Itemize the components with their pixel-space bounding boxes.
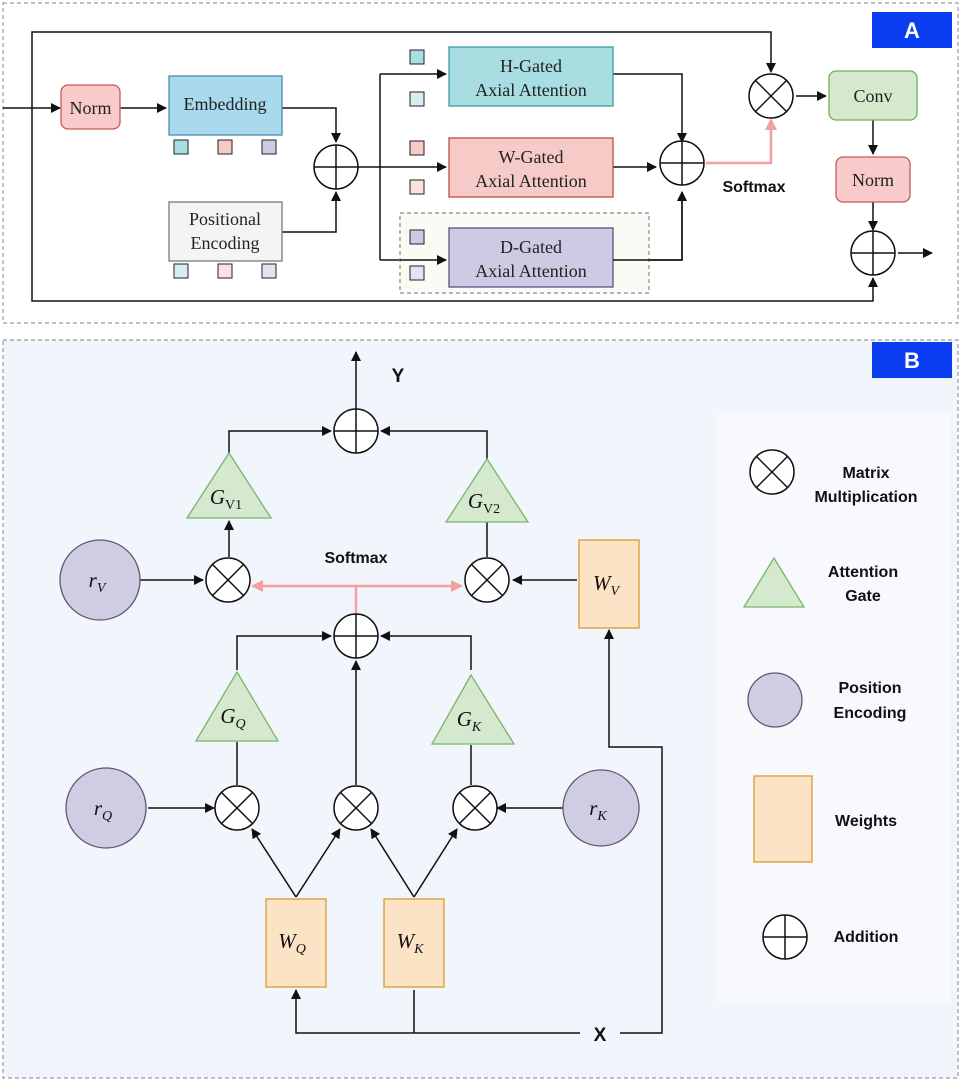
position-encoding-rk [562,769,640,847]
w-gated-label-1: W-Gated [499,147,564,167]
wv-label: WV [593,571,621,599]
h-gated-label-2: Axial Attention [475,80,587,100]
panel-b-badge [872,342,952,378]
legend-posenc-icon [747,672,803,728]
h-square-bottom [409,91,425,107]
panel-a: A Norm Embedding [2,2,959,324]
pos-square-purple [261,263,277,279]
panel-a-badge-label: A [904,18,920,43]
positional-encoding-block [168,201,283,262]
legend-gate-label-1: Attention [828,564,898,581]
h-gated-axial-attention-block [448,46,614,107]
softmax-label-a: Softmax [722,179,785,196]
panel-b-connectors [140,351,663,1034]
w-gated-axial-attention-block [448,137,614,198]
panel-a-connectors [3,31,933,302]
panel-b: B Y [2,339,959,1079]
addition-icon [313,144,359,190]
norm-block [60,84,121,130]
positional-encoding-label-1: Positional [189,209,261,229]
gate-gv1-triangle [185,451,273,519]
gate-gv2-triangle [444,457,530,523]
d-gated-label-1: D-Gated [500,237,562,257]
input-x-label: X [594,1025,607,1046]
embedding-block [168,75,283,136]
output-addition-icon [850,230,896,276]
h-gated-label-1: H-Gated [500,56,562,76]
gate-gv2-label: GV2 [468,489,500,517]
gates-addition-icon [659,140,705,186]
gate-gq-triangle [194,670,280,742]
conv-label: Conv [853,86,892,106]
legend-weights-icon [753,775,813,863]
weights-wq [265,898,327,988]
conv-block [828,70,918,121]
matmul-icon [748,73,794,119]
norm-label: Norm [70,98,112,118]
w-gated-label-2: Axial Attention [475,171,587,191]
output-y-label: Y [392,366,405,387]
positional-encoding-label-2: Encoding [191,233,260,253]
wq-label: WQ [278,929,306,957]
wk-label: WK [397,929,425,957]
rq-label: rQ [94,796,112,824]
legend-addition-icon [762,914,808,960]
gate-gq-label: GQ [220,704,245,732]
softmax-arrow-a [706,118,777,165]
matmul-v2-icon [464,557,510,603]
w-square-bottom [409,179,425,195]
legend: Matrix Multiplication Attention Gate Pos… [716,414,950,1002]
matmul-v1-icon [205,557,251,603]
positional-token-squares [173,263,277,279]
middle-addition-icon [333,613,379,659]
softmax-label-b: Softmax [324,550,387,567]
token-square-red [217,139,233,155]
matmul-k-icon [452,785,498,831]
legend-weights-label: Weights [835,813,897,830]
rk-label: rK [589,796,607,824]
legend-posenc-label-2: Encoding [834,705,907,722]
legend-matmul-label-2: Multiplication [814,489,917,506]
legend-posenc-label-1: Position [838,680,901,697]
token-square-cyan [173,139,189,155]
matmul-q-icon [214,785,260,831]
legend-addition-label: Addition [834,929,899,946]
position-encoding-rv [59,539,141,621]
norm2-block [835,156,911,203]
embedding-token-squares [173,139,277,155]
d-square-top [409,229,425,245]
norm2-label: Norm [852,170,894,190]
d-square-bottom [409,265,425,281]
d-gated-axial-attention-block [448,227,614,288]
position-encoding-rq [65,767,147,849]
d-gated-label-2: Axial Attention [475,261,587,281]
legend-gate-label-2: Gate [845,588,881,605]
legend-matmul-icon [749,449,795,495]
legend-matmul-label-1: Matrix [842,465,889,482]
h-square-top [409,49,425,65]
w-square-top [409,140,425,156]
token-square-purple [261,139,277,155]
weights-wk [383,898,445,988]
embedding-label: Embedding [184,94,267,114]
gate-gv1-label: GV1 [210,485,242,513]
panel-b-badge-label: B [904,348,920,373]
matmul-qk-icon [333,785,379,831]
pos-square-cyan [173,263,189,279]
weights-wv [578,539,640,629]
gate-gk-triangle [430,673,516,745]
pos-square-red [217,263,233,279]
gate-gk-label: GK [457,707,482,735]
panel-a-badge [872,12,952,48]
legend-gate-icon [742,556,806,608]
top-addition-icon [333,408,379,454]
rv-label: rV [89,568,107,596]
